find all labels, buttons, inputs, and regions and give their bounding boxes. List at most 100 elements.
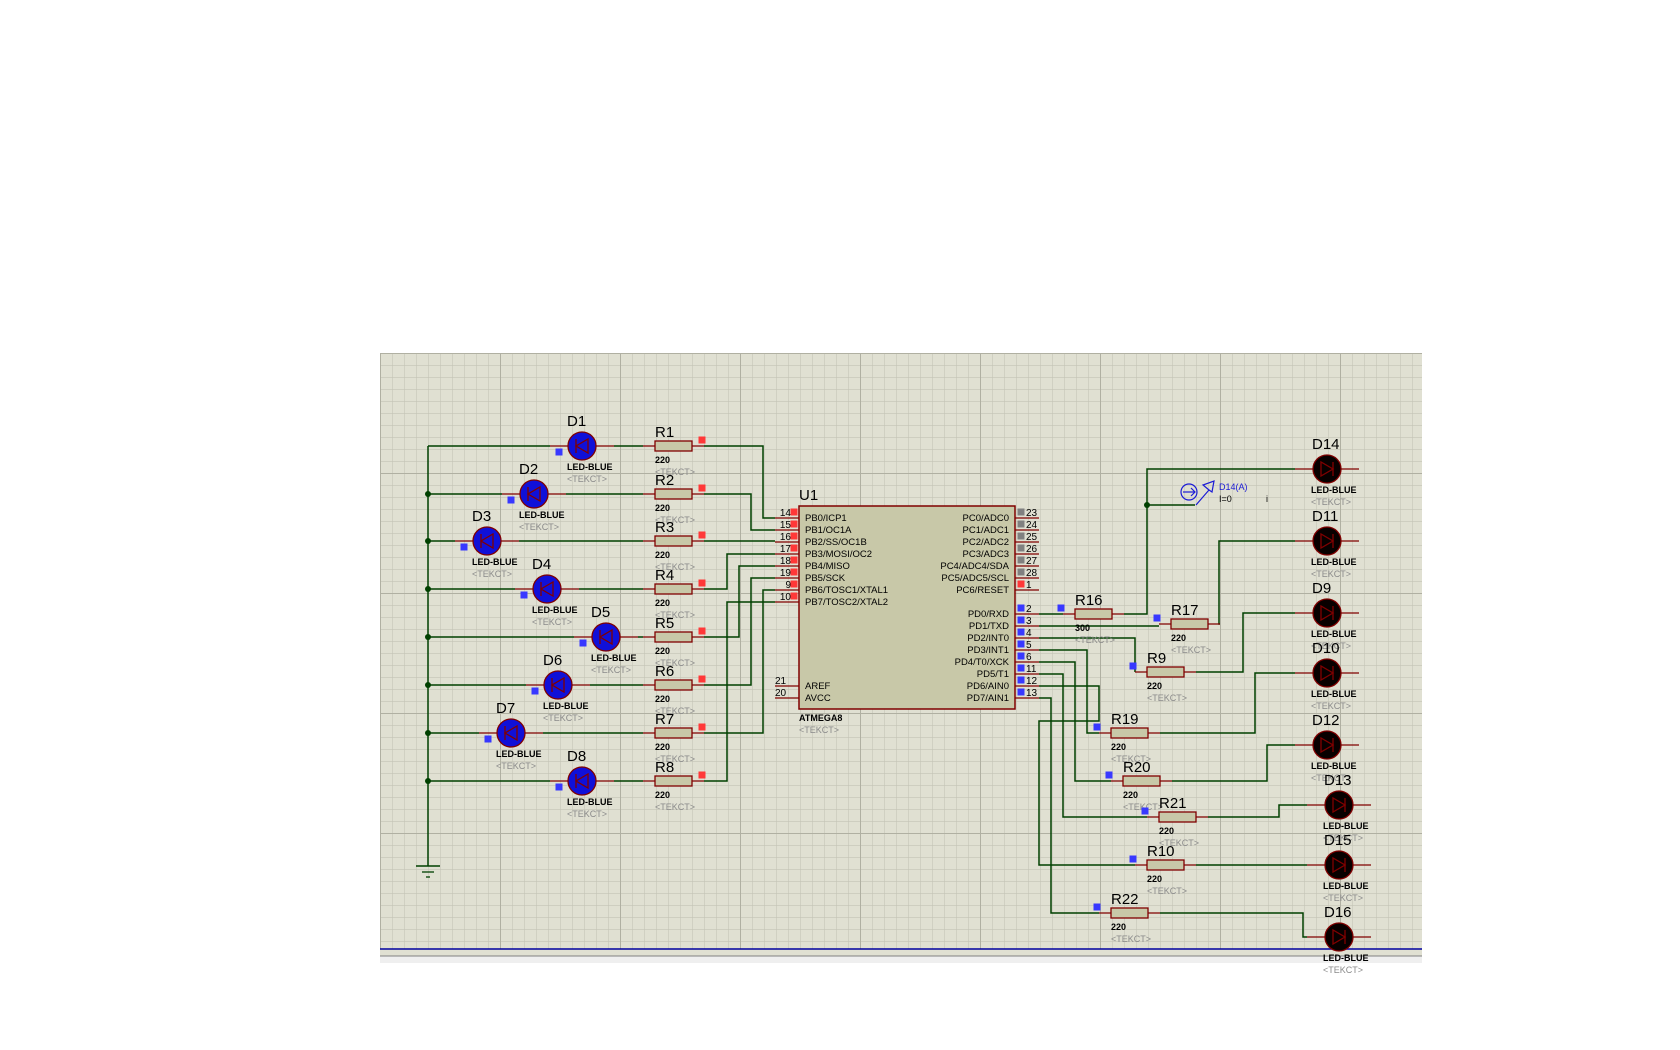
resistor-text: <TEKCT> xyxy=(1111,934,1151,944)
pin-number: 20 xyxy=(775,688,787,699)
resistor-ref: R4 xyxy=(655,567,674,584)
resistor-body xyxy=(1122,775,1161,787)
pin-number: 26 xyxy=(1026,544,1038,555)
pin-number: 14 xyxy=(780,508,792,519)
pin-marker xyxy=(790,568,798,576)
resistor-r9[interactable]: R9 220 <TEKCT> xyxy=(1135,650,1196,703)
led-part: LED-BLUE xyxy=(1323,881,1369,891)
resistor-value: 220 xyxy=(655,790,670,800)
resistor-value: 220 xyxy=(1159,826,1174,836)
diode-icon xyxy=(1332,928,1347,946)
probe-label: D14(A) xyxy=(1219,482,1248,492)
wire xyxy=(704,445,775,519)
resistor-value: 220 xyxy=(655,503,670,513)
pin-marker xyxy=(790,544,798,552)
pin-name: PC6/RESET xyxy=(956,585,1009,596)
resistor-text: <TEKCT> xyxy=(1171,645,1211,655)
wire xyxy=(1196,612,1295,673)
pin-marker xyxy=(1017,520,1025,528)
pin-name: PD0/RXD xyxy=(968,609,1009,620)
resistor-ref: R9 xyxy=(1147,650,1166,667)
pin-marker xyxy=(579,639,587,647)
pin-name: PB4/MISO xyxy=(805,561,850,572)
resistor-body xyxy=(654,583,693,595)
led-ref: D11 xyxy=(1312,508,1338,525)
led-text: <TEKCT> xyxy=(496,761,536,771)
diode-icon xyxy=(1320,736,1335,754)
resistor-ref: R3 xyxy=(655,519,674,536)
pin-number: 12 xyxy=(1026,676,1038,687)
led-ref: D5 xyxy=(591,604,610,621)
resistor-ref: R17 xyxy=(1171,602,1199,619)
diode-icon xyxy=(1332,856,1347,874)
wire xyxy=(704,493,775,531)
pin-marker xyxy=(698,579,706,587)
led-body xyxy=(1312,454,1342,484)
pin-marker xyxy=(1129,855,1137,863)
pin-name: PD6/AIN0 xyxy=(967,681,1009,692)
wire xyxy=(1038,685,1135,866)
resistor-text: <TEKCT> xyxy=(1147,693,1187,703)
ammeter-icon-head xyxy=(1190,487,1196,497)
pin-marker xyxy=(1017,652,1025,660)
pin-marker xyxy=(531,687,539,695)
led-text: <TEKCT> xyxy=(567,474,607,484)
led-body xyxy=(1312,598,1342,628)
resistor-value: 220 xyxy=(1147,681,1162,691)
wire xyxy=(1039,673,1147,818)
pin-marker xyxy=(507,496,515,504)
mcu-ref: U1 xyxy=(799,487,818,504)
wire xyxy=(704,601,775,782)
led-ref: D10 xyxy=(1312,640,1340,657)
pin-number: 2 xyxy=(1026,604,1032,615)
diode-icon xyxy=(1332,796,1347,814)
pin-name: PC3/ADC3 xyxy=(963,549,1009,560)
pin-name: PB6/TOSC1/XTAL1 xyxy=(805,585,888,596)
resistor-body xyxy=(654,679,693,691)
junction-dot xyxy=(425,538,431,544)
pin-marker xyxy=(790,508,798,516)
pin-number: 15 xyxy=(780,520,792,531)
pin-name: PB5/SCK xyxy=(805,573,846,584)
led-body xyxy=(519,479,549,509)
resistor-text: <TEKCT> xyxy=(655,562,695,572)
pin-number: 4 xyxy=(1026,628,1032,639)
led-body xyxy=(1312,526,1342,556)
pin-marker xyxy=(790,592,798,600)
led-text: <TEKCT> xyxy=(1311,701,1351,711)
